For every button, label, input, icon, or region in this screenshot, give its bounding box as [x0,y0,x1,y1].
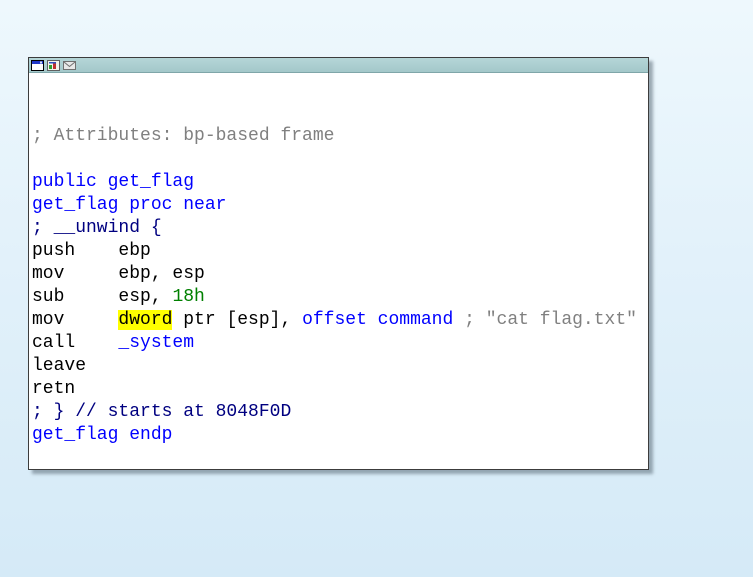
code-token: ptr [esp], [172,310,303,330]
highlighted-token: dword [118,310,173,330]
code-line[interactable]: leave [32,355,648,378]
code-token: ; "cat flag.txt" [464,310,637,330]
code-line[interactable] [32,102,648,125]
code-line[interactable]: retn [32,378,648,401]
disassembly-window: ; Attributes: bp-based frame public get_… [28,57,649,470]
code-line[interactable] [32,148,648,171]
window-icon[interactable] [31,59,44,71]
code-token: mov ebp, esp [32,264,205,284]
code-line[interactable]: mov dword ptr [esp], offset command ; "c… [32,309,648,332]
code-view[interactable]: ; Attributes: bp-based frame public get_… [29,73,648,469]
code-line[interactable]: ; __unwind { [32,217,648,240]
code-line[interactable]: mov ebp, esp [32,263,648,286]
image-icon[interactable] [47,59,60,71]
code-token: 18h [172,287,205,307]
code-line[interactable]: call _system [32,332,648,355]
code-token: ; } // starts at 8048F0D [32,402,292,422]
code-token: push ebp [32,241,151,261]
code-token: call [32,333,119,353]
code-token: ; Attributes: bp-based frame [32,126,335,146]
code-token: _system [118,333,195,353]
window-titlebar[interactable] [29,58,648,73]
code-token: leave [32,356,87,376]
code-token: sub esp, [32,287,173,307]
code-line[interactable]: sub esp, 18h [32,286,648,309]
code-token: mov [32,310,119,330]
code-line[interactable]: ; Attributes: bp-based frame [32,125,648,148]
code-line[interactable] [32,79,648,102]
envelope-icon[interactable] [63,60,76,71]
code-line[interactable]: get_flag proc near [32,194,648,217]
code-line[interactable]: ; } // starts at 8048F0D [32,401,648,424]
code-token: get_flag endp [32,425,173,445]
code-token: get_flag proc near [32,195,227,215]
code-line[interactable]: public get_flag [32,171,648,194]
code-token: ; __unwind { [32,218,162,238]
code-token: retn [32,379,76,399]
code-token [453,310,464,330]
code-token: offset command [302,310,454,330]
code-line[interactable]: push ebp [32,240,648,263]
code-line[interactable]: get_flag endp [32,424,648,447]
code-token: public get_flag [32,172,195,192]
